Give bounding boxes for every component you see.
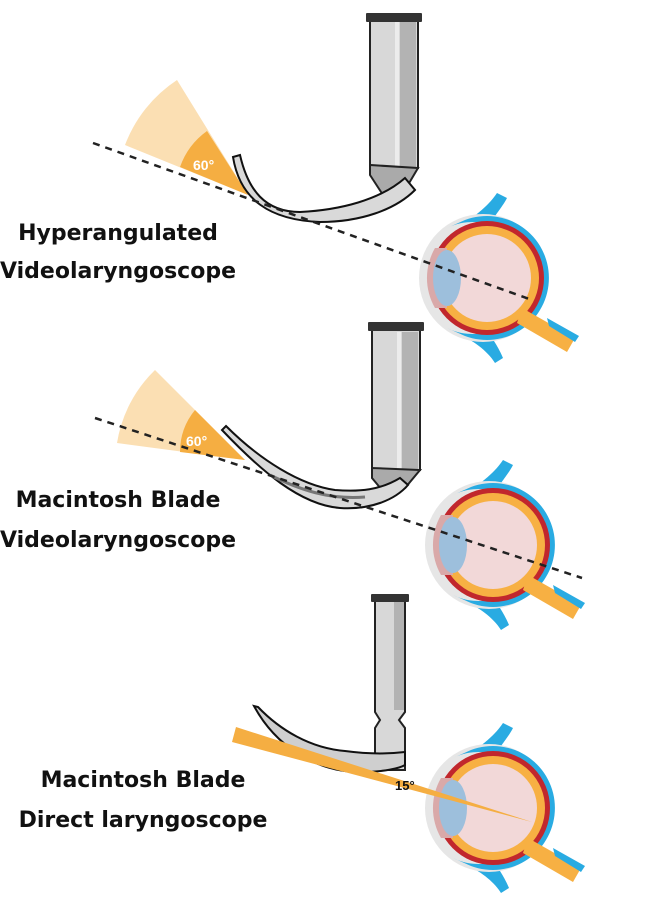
vitreous bbox=[449, 764, 537, 852]
handle bbox=[368, 322, 424, 492]
optic-nerve bbox=[523, 575, 581, 619]
title-line-2: Direct laryngoscope bbox=[18, 808, 268, 833]
vitreous bbox=[443, 234, 531, 322]
angle-label: 60° bbox=[193, 157, 214, 173]
title-line-1: Hyperangulated bbox=[18, 221, 218, 246]
vitreous bbox=[449, 501, 537, 589]
angle-label: 15° bbox=[395, 778, 415, 793]
lens bbox=[439, 517, 467, 573]
panel-macintosh-direct: 15° bbox=[232, 594, 585, 893]
panel-3-title: Macintosh Blade Direct laryngoscope bbox=[0, 770, 286, 832]
eye bbox=[425, 460, 585, 630]
angle-label: 60° bbox=[186, 433, 207, 449]
field-of-view-60 bbox=[180, 131, 248, 195]
panel-hyperangulated: 60° bbox=[92, 13, 579, 363]
hyperangulated-blade bbox=[231, 153, 417, 224]
eyelid-upper bbox=[457, 193, 507, 228]
title-line-1: Macintosh Blade bbox=[15, 488, 221, 513]
lens bbox=[439, 780, 467, 836]
title-line-2: Videolaryngoscope bbox=[0, 259, 236, 284]
handle bbox=[371, 594, 409, 771]
field-of-view-60 bbox=[179, 410, 245, 460]
optic-nerve bbox=[517, 308, 575, 352]
lens bbox=[433, 250, 461, 306]
eye bbox=[425, 723, 585, 893]
optic-nerve bbox=[523, 838, 581, 882]
eyelid-upper bbox=[463, 723, 513, 758]
title-line-1: Macintosh Blade bbox=[40, 768, 246, 793]
panel-macintosh-video: 60° bbox=[94, 322, 585, 630]
title-line-2: Videolaryngoscope bbox=[0, 528, 236, 553]
panel-1-title: Hyperangulated Videolaryngoscope bbox=[0, 223, 236, 283]
line-of-sight-beam bbox=[232, 727, 532, 822]
eyelid-upper bbox=[463, 460, 513, 495]
panel-2-title: Macintosh Blade Videolaryngoscope bbox=[0, 490, 236, 552]
handle bbox=[366, 13, 422, 197]
eye bbox=[419, 193, 579, 363]
